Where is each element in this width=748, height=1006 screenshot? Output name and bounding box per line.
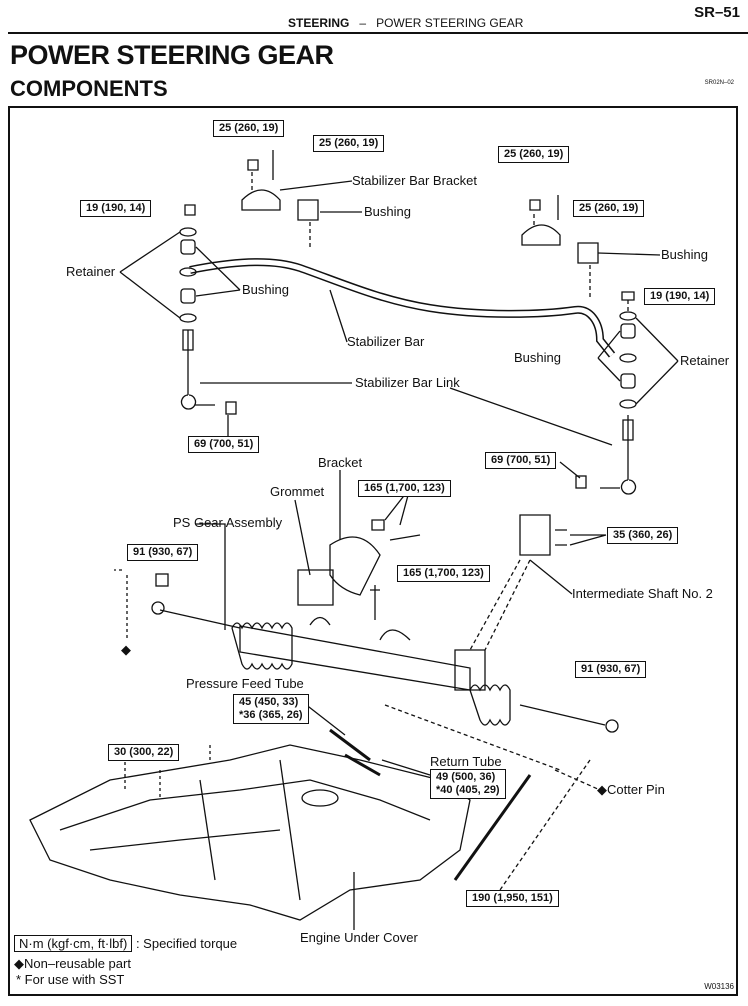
page-title: POWER STEERING GEAR [10, 40, 334, 70]
torque-spec-pressure-feed: 45 (450, 33)*36 (365, 26) [233, 694, 309, 724]
torque-spec: 91 (930, 67) [575, 661, 647, 678]
torque-value: 49 (500, 36) [436, 771, 496, 783]
label-pressure-feed-tube: Pressure Feed Tube [186, 676, 304, 691]
label-bushing: Bushing [364, 204, 411, 219]
non-reusable-mark: ◆ [121, 642, 131, 657]
running-header: STEERING – POWER STEERING GEAR [288, 16, 523, 30]
figure-code: W03136 [704, 982, 734, 991]
torque-spec-return: 49 (500, 36)*40 (405, 29) [430, 769, 506, 799]
engine-under-cover [29, 744, 471, 921]
label-bushing: Bushing [514, 350, 561, 365]
legend-sst: * For use with SST [16, 972, 125, 987]
torque-spec: 91 (930, 67) [127, 544, 199, 561]
torque-spec: 19 (190, 14) [644, 288, 716, 305]
label-cotter-pin: ◆Cotter Pin [597, 782, 665, 797]
label-bracket: Bracket [318, 455, 363, 470]
torque-spec: 25 (260, 19) [498, 146, 570, 163]
legend-torque-box: N·m (kgf·cm, ft·lbf) [14, 935, 133, 952]
label-stabilizer-bar-link: Stabilizer Bar Link [355, 375, 460, 390]
torque-spec: 190 (1,950, 151) [466, 890, 559, 907]
legend-non-reusable: ◆Non–reusable part [14, 956, 131, 971]
torque-spec: 30 (300, 22) [108, 744, 180, 761]
header-subsection: POWER STEERING GEAR [376, 16, 524, 30]
label-intermediate-shaft: Intermediate Shaft No. 2 [572, 586, 713, 601]
label-stabilizer-bar: Stabilizer Bar [347, 334, 425, 349]
diagram-frame [8, 106, 738, 996]
torque-spec: 35 (360, 26) [607, 527, 679, 544]
header-rule [8, 32, 748, 34]
bolt-190 [453, 774, 532, 881]
torque-spec: 25 (260, 19) [573, 200, 645, 217]
page-number: SR–51 [694, 4, 740, 21]
torque-value: 45 (450, 33) [239, 696, 299, 708]
header-section: STEERING [288, 16, 350, 30]
torque-spec: 69 (700, 51) [485, 452, 557, 469]
torque-spec: 165 (1,700, 123) [358, 480, 451, 497]
torque-spec: 25 (260, 19) [313, 135, 385, 152]
header-separator: – [359, 16, 367, 30]
label-retainer: Retainer [66, 264, 116, 279]
legend-torque-text: : Specified torque [135, 936, 238, 951]
torque-spec: 69 (700, 51) [188, 436, 260, 453]
legend-torque: N·m (kgf·cm, ft·lbf) : Specified torque [14, 935, 238, 952]
torque-spec: 19 (190, 14) [80, 200, 152, 217]
torque-spec: 165 (1,700, 123) [397, 565, 490, 582]
torque-value-sst: *40 (405, 29) [436, 784, 500, 796]
torque-spec: 25 (260, 19) [213, 120, 285, 137]
label-bushing: Bushing [661, 247, 708, 262]
label-retainer: Retainer [680, 353, 730, 368]
label-engine-under-cover: Engine Under Cover [300, 930, 418, 945]
label-return-tube: Return Tube [430, 754, 502, 769]
torque-value-sst: *36 (365, 26) [239, 709, 303, 721]
label-stabilizer-bar-bracket: Stabilizer Bar Bracket [352, 173, 477, 188]
label-grommet: Grommet [270, 484, 325, 499]
label-ps-gear-assembly: PS Gear Assembly [173, 515, 283, 530]
section-title: COMPONENTS [10, 76, 168, 101]
label-bushing: Bushing [242, 282, 289, 297]
doc-code: SR02N–02 [704, 80, 734, 86]
